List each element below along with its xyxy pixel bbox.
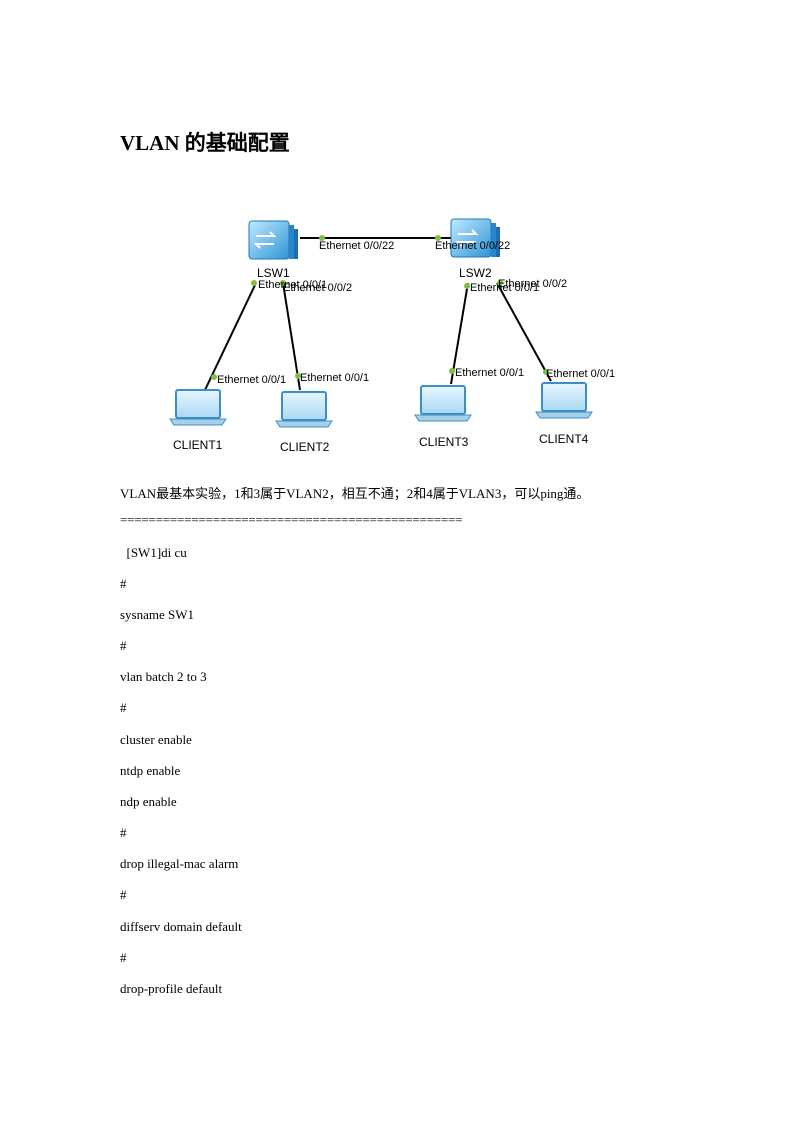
port-label: Ethernet 0/0/1 [546,368,615,380]
client-client1[interactable]: CLIENT1 [169,389,227,452]
client-label: CLIENT2 [280,440,330,454]
intro-paragraph: VLAN最基本实验，1和3属于VLAN2，相互不通；2和4属于VLAN3，可以p… [120,486,590,501]
port-dot [435,235,441,241]
links [204,237,552,391]
config-line: # [120,576,127,591]
client-label: CLIENT1 [173,438,223,452]
client-client2[interactable]: CLIENT2 [275,391,333,454]
config-line: ntdp enable [120,763,181,778]
port-label: Ethernet 0/0/1 [470,282,539,294]
config-line: # [120,887,127,902]
port-label: Ethernet 0/0/1 [300,372,369,384]
config-line: ndp enable [120,794,177,809]
config-line: diffserv domain default [120,919,242,934]
client-label: CLIENT4 [539,432,589,446]
config-line: # [120,825,127,840]
laptop-icon [169,389,227,426]
port-dot [211,374,217,380]
port-label: Ethernet 0/0/2 [498,278,567,290]
link-lsw2-client3 [450,282,469,385]
separator-line: ========================================… [120,512,463,527]
client-client3[interactable]: CLIENT3 [414,385,472,449]
config-line: vlan batch 2 to 3 [120,669,207,684]
port-dot [280,280,286,286]
port-dot [543,369,549,375]
switch-label: LSW1 [257,266,290,280]
port-label: Ethernet 0/0/22 [319,240,394,252]
link-lsw2-client4 [496,282,552,382]
laptop-icon [535,382,593,419]
link-lsw1-client1 [204,282,257,391]
link-lsw1-client2 [282,282,301,391]
port-label: Ethernet 0/0/1 [455,367,524,379]
port-label: Ethernet 0/0/1 [258,279,327,291]
switch-icon [248,220,298,260]
port-dot [497,280,503,286]
port-label: Ethernet 0/0/1 [217,374,286,386]
laptop-icon [414,385,472,422]
config-line: drop illegal-mac alarm [120,856,239,871]
config-line: # [120,700,127,715]
network-topology-diagram: LSW1 LSW2 Ethernet 0/0/22 Ethernet 0/0/2… [169,218,615,454]
port-label: Ethernet 0/0/22 [435,240,510,252]
config-line: # [120,638,127,653]
port-dot [295,373,301,379]
switch-lsw2[interactable]: LSW2 [450,218,500,280]
client-client4[interactable]: CLIENT4 [535,382,593,446]
port-dot [449,368,455,374]
switch-icon [450,218,500,258]
client-label: CLIENT3 [419,435,469,449]
port-dot [464,283,470,289]
config-line: drop-profile default [120,981,223,996]
config-line: sysname SW1 [120,607,195,622]
switch-label: LSW2 [459,266,492,280]
config-line: # [120,950,127,965]
switch-lsw1[interactable]: LSW1 [248,220,298,280]
port-label: Ethernet 0/0/2 [283,282,352,294]
page-title: VLAN 的基础配置 [120,131,290,155]
port-dot [319,235,325,241]
port-dot [251,280,257,286]
laptop-icon [275,391,333,428]
config-line: [SW1]di cu [120,545,187,560]
port-dots [211,235,549,380]
config-line: cluster enable [120,732,192,747]
